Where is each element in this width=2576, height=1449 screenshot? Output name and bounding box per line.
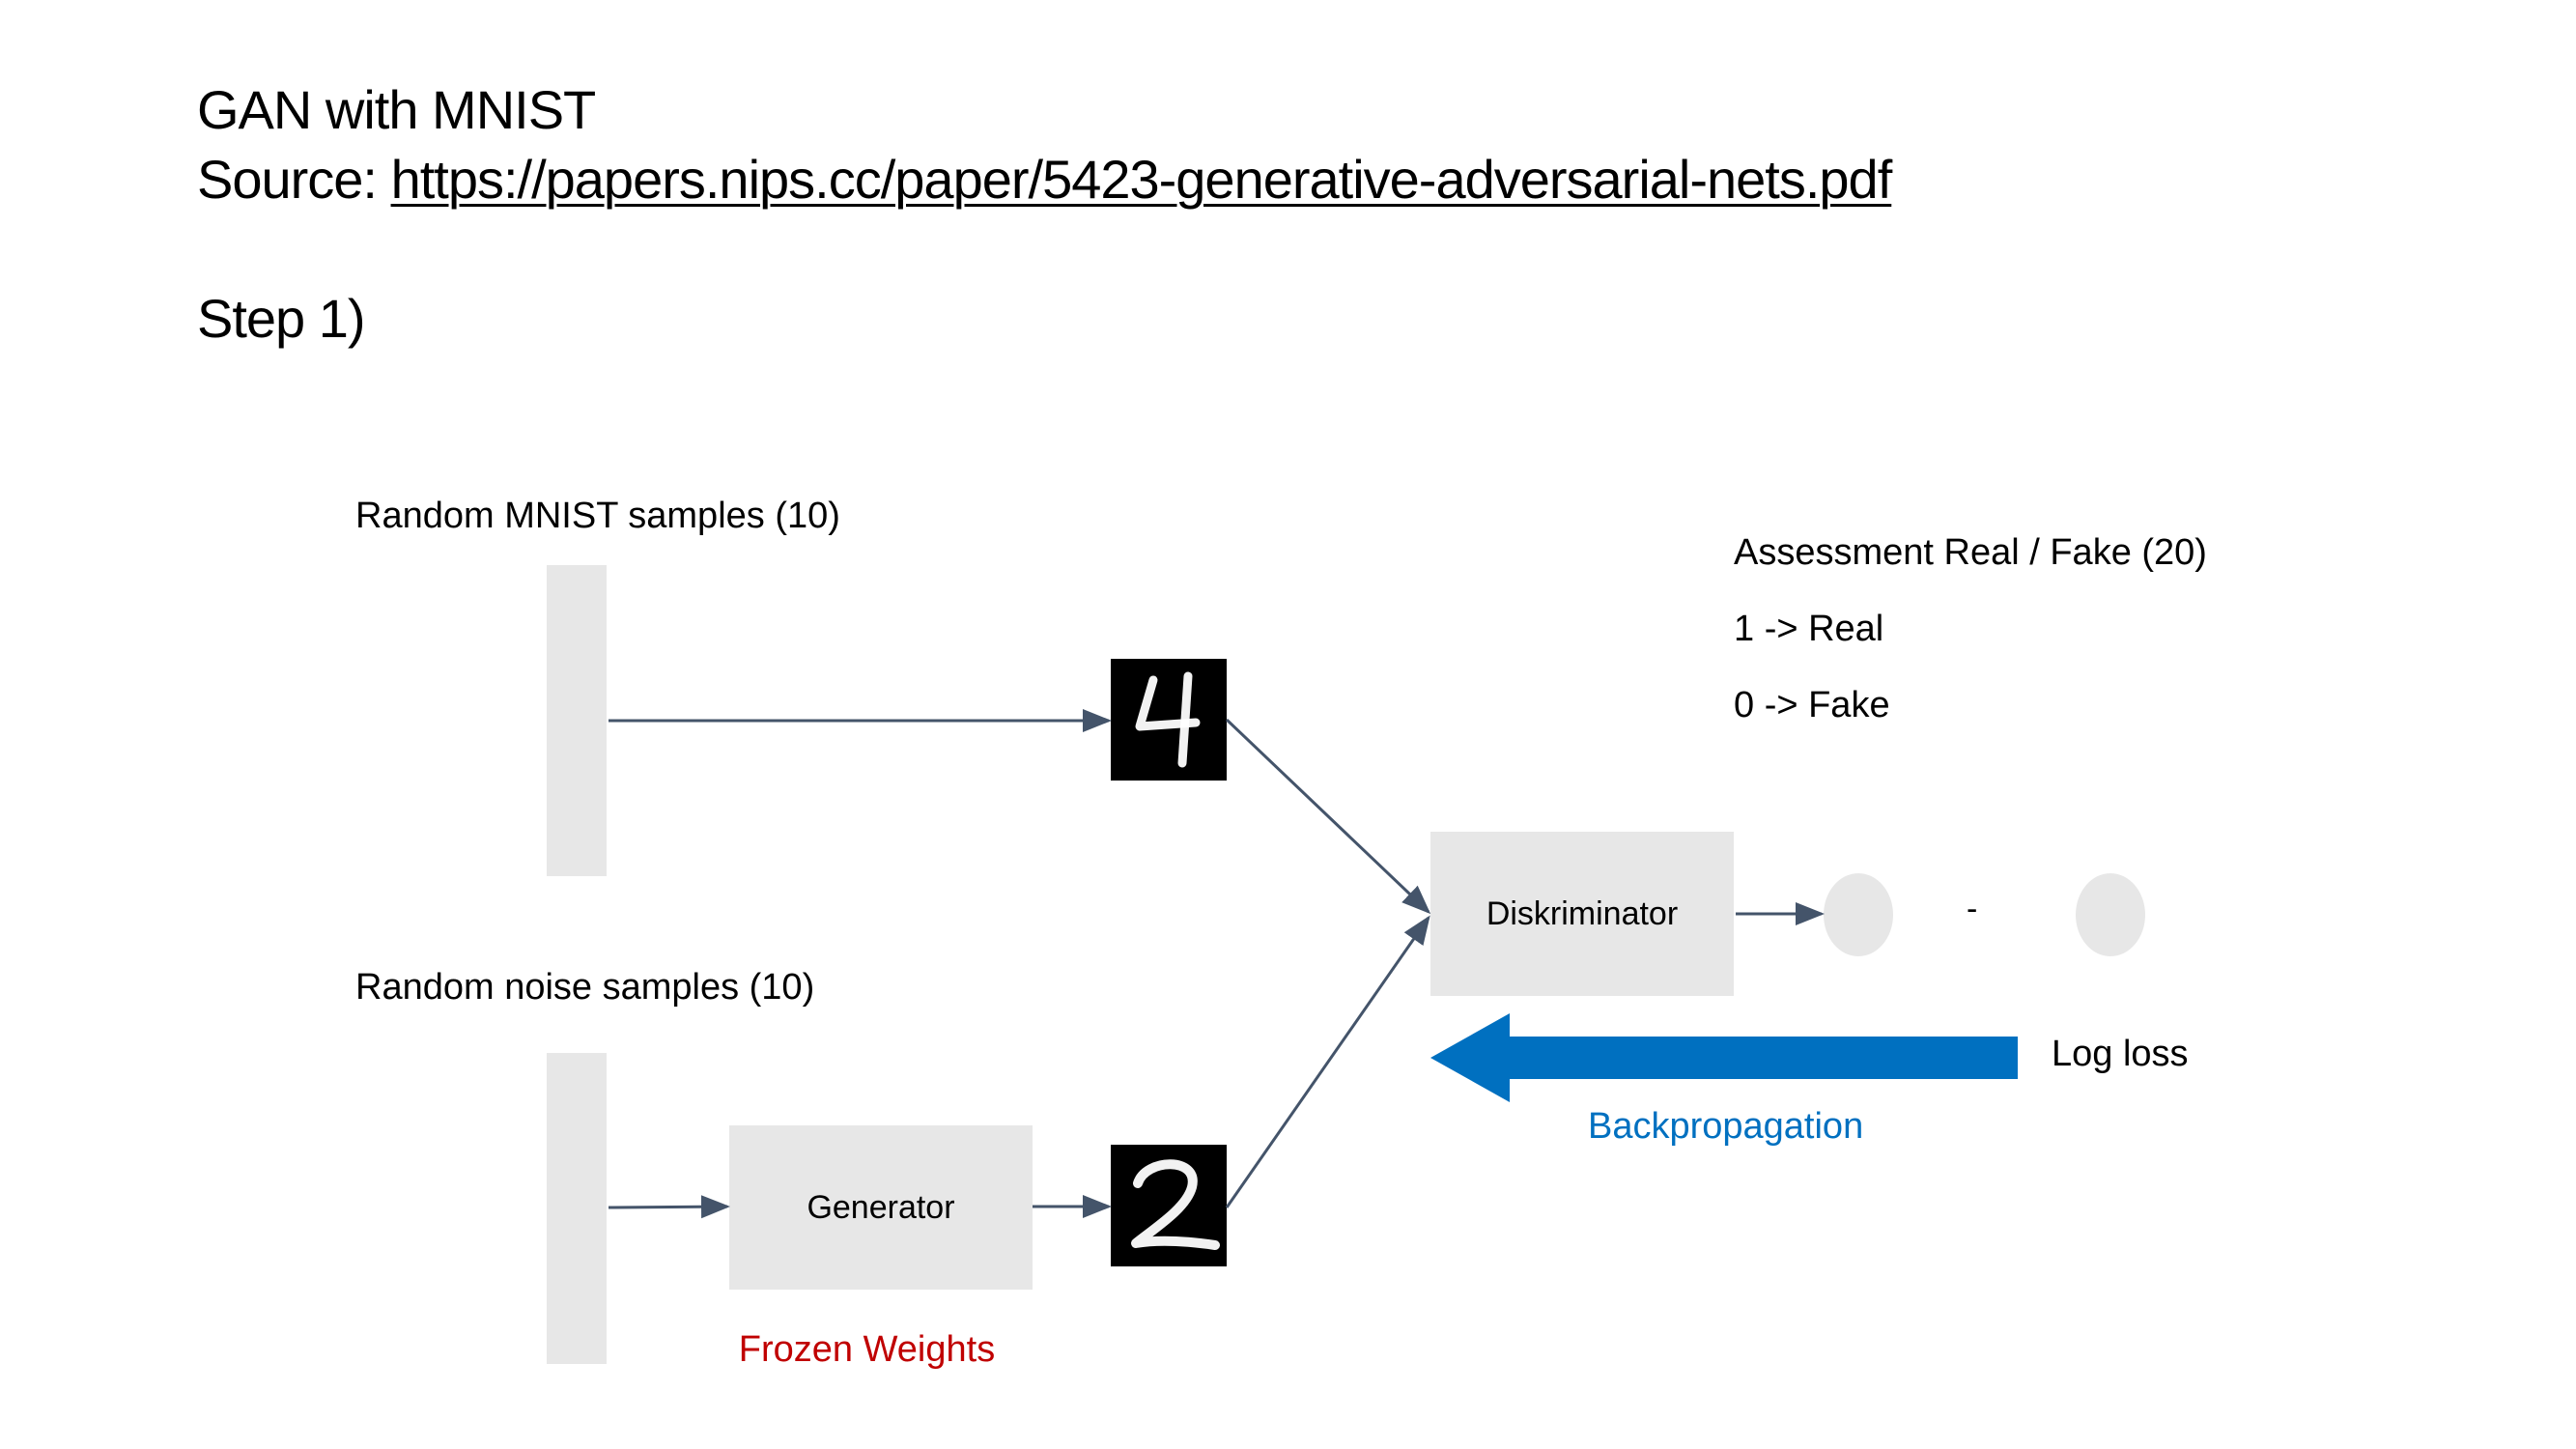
source-line: Source: https://papers.nips.cc/paper/542… [197,153,1892,207]
assessment-title: Assessment Real / Fake (20) [1734,532,2207,573]
discriminator-label: Diskriminator [1486,895,1679,932]
fake-sample-to-discriminator-arrow [1225,915,1430,1208]
noise-to-generator-arrow [608,1195,730,1219]
minus-sign: - [1967,891,1978,927]
step-heading: Step 1) [197,288,366,349]
generator-box [729,1125,1033,1290]
real-sample-image [1111,659,1227,781]
digit-four-icon [1135,671,1201,768]
source-link[interactable]: https://papers.nips.cc/paper/5423-genera… [390,149,1893,210]
slide-title: GAN with MNIST [197,79,596,140]
prediction-output-circle [1824,873,1893,956]
fake-rule: 0 -> Fake [1734,685,1890,725]
digit-two-icon [1131,1159,1220,1250]
mnist-input-bar [547,565,607,876]
noise-input-bar [547,1053,607,1364]
real-sample-to-discriminator-arrow [1225,718,1431,915]
mnist-samples-label: Random MNIST samples (10) [355,496,840,536]
generator-label: Generator [807,1188,955,1226]
discriminator-box [1430,832,1734,996]
noise-samples-label: Random noise samples (10) [355,967,815,1008]
fake-sample-image [1111,1145,1227,1266]
log-loss-label: Log loss [2052,1034,2189,1074]
backpropagation-arrow [1430,1013,2018,1102]
target-label-circle [2076,873,2145,956]
source-prefix: Source: [197,149,391,210]
backpropagation-label: Backpropagation [1588,1106,1864,1147]
frozen-weights-label: Frozen Weights [738,1329,996,1370]
real-rule: 1 -> Real [1734,609,1884,649]
